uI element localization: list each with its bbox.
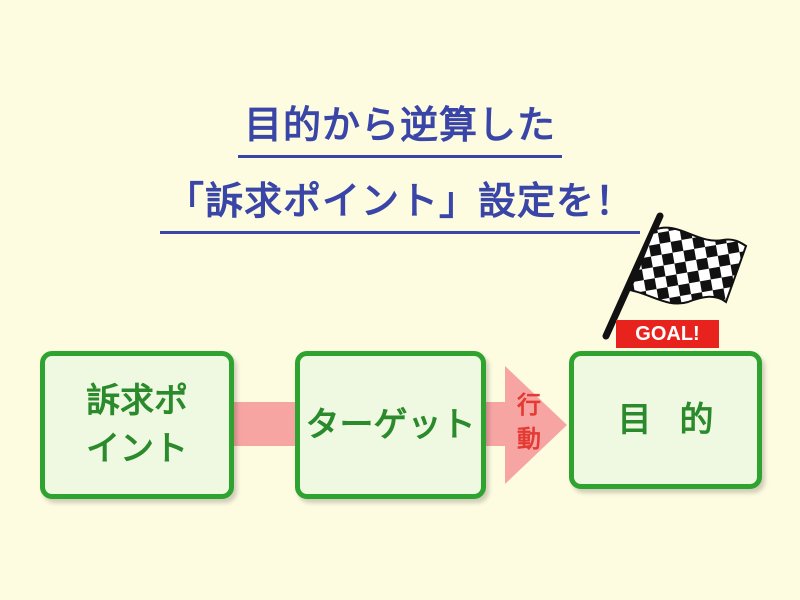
title-line-1-text: 目的から逆算した <box>237 94 562 158</box>
appeal-point-label: 訴求ポイント <box>86 381 188 469</box>
goal-label: 目的 <box>617 400 742 440</box>
goal-box: 目的 <box>569 351 762 489</box>
title-line-1: 目的から逆算した <box>0 94 800 158</box>
goal-banner: GOAL! <box>616 320 719 348</box>
action-label: 行動 <box>517 391 541 453</box>
target-label: ターゲット <box>305 405 476 445</box>
title-line-2-text: 「訴求ポイント」設定を！ <box>159 170 640 234</box>
checkered-flag-icon <box>602 212 748 340</box>
flow-arrow-head <box>505 366 567 484</box>
target-box: ターゲット <box>295 351 486 499</box>
title-line-2: 「訴求ポイント」設定を！ <box>0 170 800 234</box>
appeal-point-box: 訴求ポイント <box>40 351 234 499</box>
